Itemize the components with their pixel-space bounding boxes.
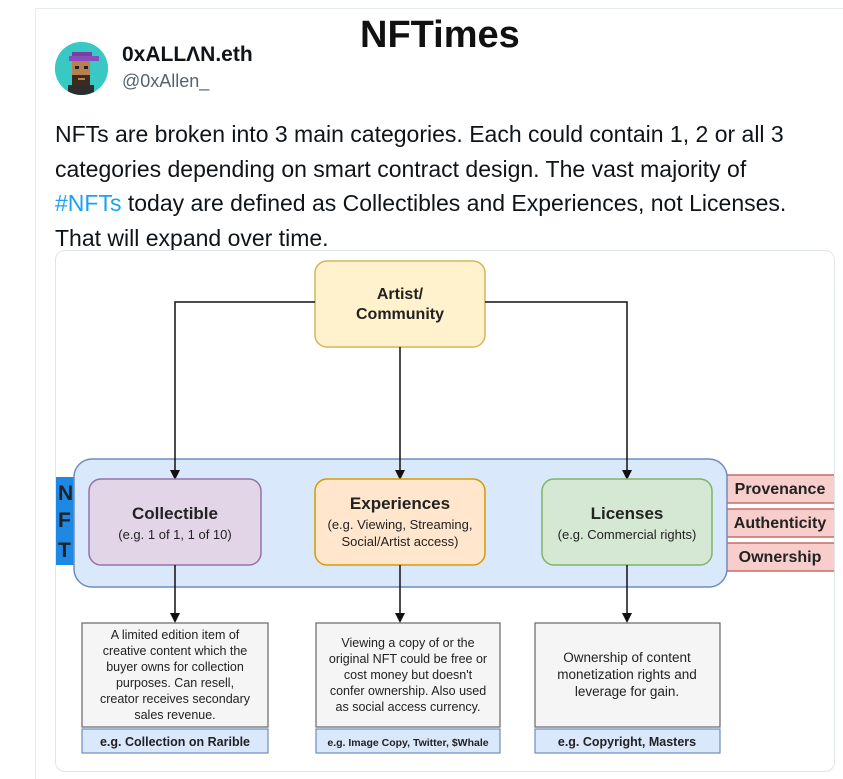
description-line: A limited edition item of — [111, 628, 240, 642]
description-line: Viewing a copy of or the — [341, 636, 474, 650]
tweet-card — [35, 8, 843, 779]
example-strip — [315, 728, 501, 754]
category-subtitle: (e.g. Viewing, Streaming, — [328, 517, 473, 532]
category-title: Experiences — [350, 494, 450, 513]
brand-title: NFTimes — [360, 14, 520, 56]
example-label: e.g. Image Copy, Twitter, $Whale — [327, 737, 488, 749]
tweet-line: #NFTs today are defined as Collectibles … — [55, 186, 835, 221]
description-line: creator receives secondary — [100, 692, 251, 706]
description-line: confer ownership. Also used — [330, 684, 486, 698]
example-label: e.g. Collection on Rarible — [100, 735, 250, 749]
property-tag — [725, 474, 834, 504]
description-line: as social access currency. — [336, 700, 481, 714]
category-subtitle: Social/Artist access) — [341, 534, 458, 549]
description-line: leverage for gain. — [575, 684, 679, 699]
description-line: purposes. Can resell, — [116, 676, 234, 690]
category-title: Collectible — [132, 504, 218, 523]
description-line: cost money but doesn't — [344, 668, 473, 682]
description-line: original NFT could be free or — [329, 652, 487, 666]
example-label: e.g. Copyright, Masters — [558, 735, 696, 749]
description-text-licenses: Ownership of content monetization rights… — [557, 650, 697, 699]
description-text-experiences: Viewing a copy of or the original NFT co… — [329, 636, 487, 714]
description-line: Ownership of content — [563, 650, 691, 665]
tweet-line-rest: today are defined as Collectibles and Ex… — [121, 190, 787, 216]
description-line: monetization rights and — [557, 667, 697, 682]
nft-tag — [56, 477, 74, 565]
tweet-text: NFTs are broken into 3 main categories. … — [55, 117, 835, 255]
tweet-image[interactable]: Provenance Authenticity Ownership N F T … — [55, 250, 835, 772]
description-box — [534, 622, 721, 728]
author-handle[interactable]: @0xAllen_ — [122, 71, 210, 91]
description-line: buyer owns for collection — [106, 660, 244, 674]
property-tag — [725, 508, 834, 538]
nft-letter: T — [58, 539, 71, 562]
property-label: Authenticity — [734, 515, 827, 532]
tweet-line: categories depending on smart contract d… — [55, 155, 747, 182]
property-label: Ownership — [739, 549, 822, 566]
category-subtitle: (e.g. 1 of 1, 1 of 10) — [118, 527, 231, 542]
category-title: Licenses — [591, 504, 664, 523]
description-line: sales revenue. — [134, 708, 215, 722]
category-subtitle: (e.g. Commercial rights) — [558, 527, 697, 542]
tweet-line: That will expand over time. — [55, 224, 329, 251]
connector — [170, 301, 315, 480]
author-display-name[interactable]: 0xALLΛN.eth — [122, 43, 253, 66]
description-line: creative content which the — [103, 644, 248, 658]
description-text-collectible: A limited edition item of creative conte… — [100, 628, 251, 722]
nft-letter: N — [58, 482, 73, 505]
description-box — [81, 622, 269, 728]
avatar[interactable] — [55, 42, 108, 95]
root-label: Community — [356, 306, 444, 323]
connector — [485, 301, 632, 480]
root-label: Artist/ — [377, 286, 424, 303]
nft-letter: F — [58, 509, 71, 532]
description-box — [315, 622, 501, 728]
hashtag-link[interactable]: #NFTs — [55, 190, 122, 216]
root-box — [314, 260, 486, 348]
nft-diagram: Provenance Authenticity Ownership N F T … — [56, 260, 834, 754]
example-strip — [81, 728, 269, 754]
example-strip — [534, 728, 721, 754]
tweet-line: NFTs are broken into 3 main categories. … — [55, 121, 784, 147]
property-label: Provenance — [735, 481, 826, 498]
